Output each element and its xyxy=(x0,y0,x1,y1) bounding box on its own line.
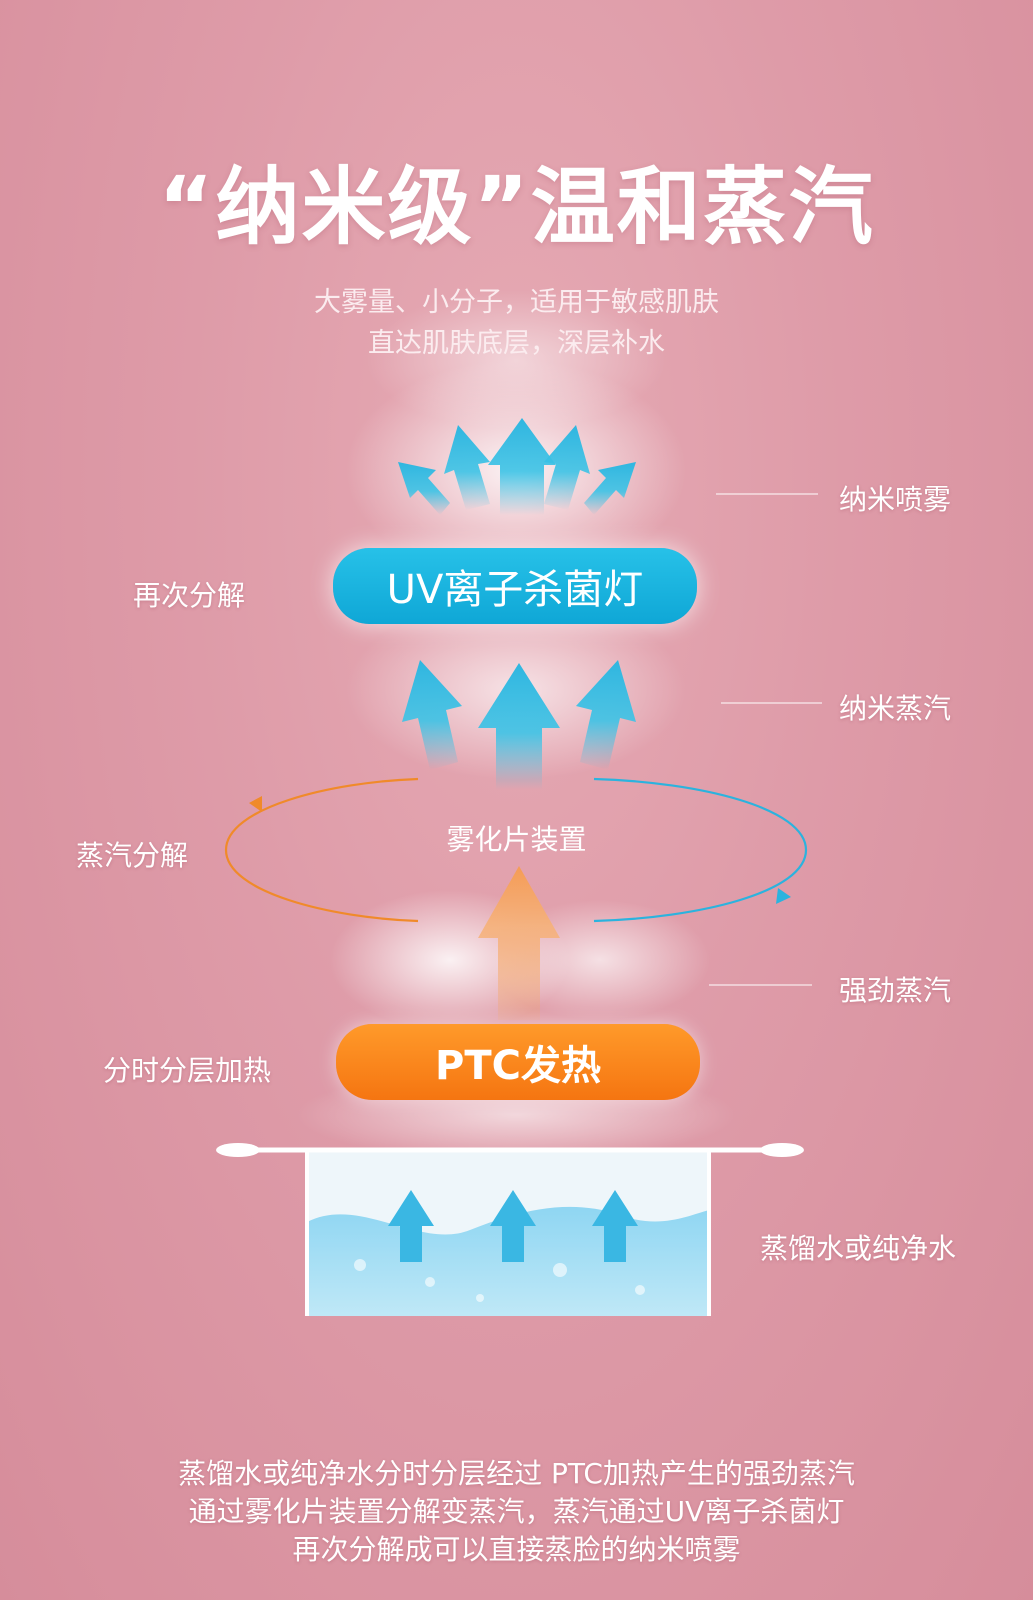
description-line-3: 再次分解成可以直接蒸脸的纳米喷雾 xyxy=(292,1533,741,1566)
label-steam-decompose: 蒸汽分解 xyxy=(76,839,189,872)
cycle-blue-arc xyxy=(593,777,808,923)
uv-lamp-pill: UV离子杀菌灯 xyxy=(333,548,697,624)
atomizer-label: 雾化片装置 xyxy=(446,823,587,856)
subtitle-line-1: 大雾量、小分子，适用于敏感肌肤 xyxy=(314,287,719,318)
label-nano-steam: 纳米蒸汽 xyxy=(839,692,952,725)
page-title: “纳米级”温和蒸汽 xyxy=(158,158,875,256)
description-line-1: 蒸馏水或纯净水分时分层经过 PTC加热产生的强劲蒸汽 xyxy=(178,1457,855,1490)
ptc-heater-pill: PTC发热 xyxy=(336,1024,700,1100)
label-strong-steam: 强劲蒸汽 xyxy=(839,974,952,1007)
cycle-orange-arc xyxy=(224,777,419,923)
label-water: 蒸馏水或纯净水 xyxy=(760,1232,957,1265)
label-redecompose: 再次分解 xyxy=(133,579,246,612)
strong-steam-arrow xyxy=(478,866,560,1020)
nano-spray-arrows xyxy=(398,418,636,515)
nano-steam-arrows xyxy=(402,660,636,790)
water-arrows xyxy=(388,1190,638,1262)
description-line-2: 通过雾化片装置分解变蒸汽，蒸汽通过UV离子杀菌灯 xyxy=(188,1495,845,1528)
label-nano-spray: 纳米喷雾 xyxy=(839,483,952,516)
cycle-blue-arrowhead xyxy=(776,888,791,904)
cycle-orange-arrowhead xyxy=(249,796,262,812)
label-layered-heating: 分时分层加热 xyxy=(103,1054,272,1087)
steam-cloud xyxy=(366,290,666,430)
subtitle-line-2: 直达肌肤底层，深层补水 xyxy=(368,328,665,359)
